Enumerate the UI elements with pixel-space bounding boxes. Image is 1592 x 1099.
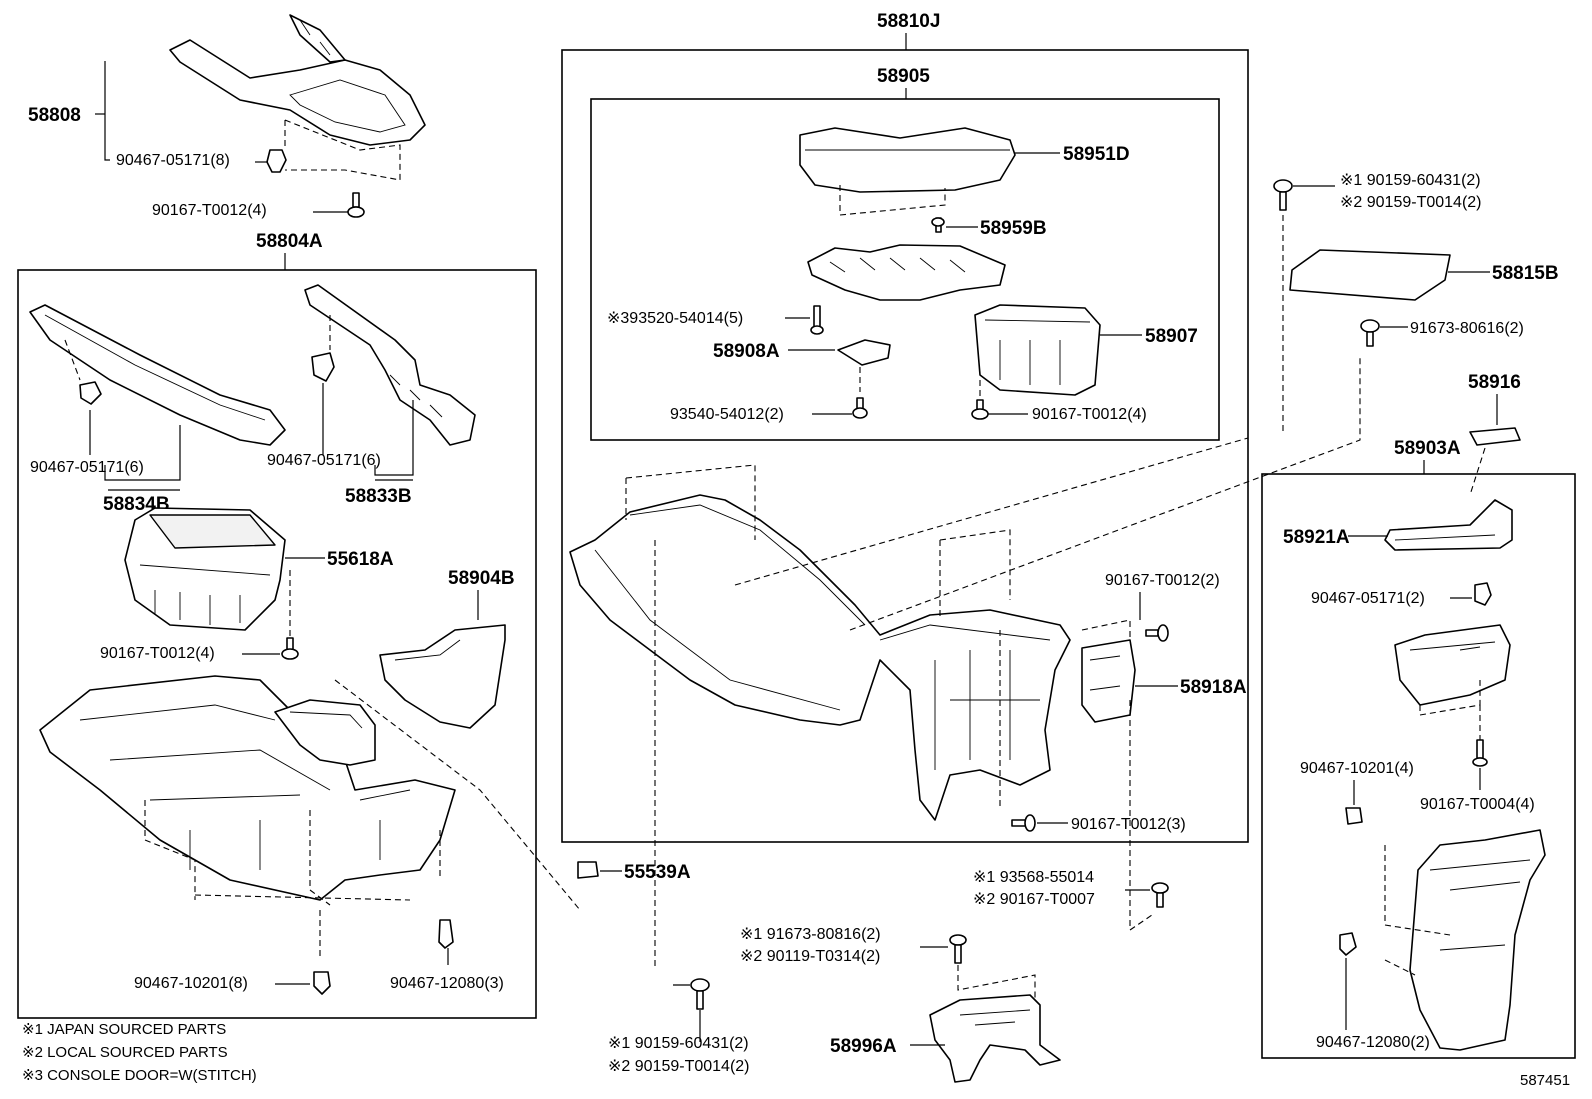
label-58833B: 58833B xyxy=(345,486,412,507)
label-90119-T0314-2: ※2 90119-T0314(2) xyxy=(740,948,880,965)
label-58951D: 58951D xyxy=(1063,144,1130,165)
screw-icon xyxy=(1145,624,1169,642)
part-58907-lock-assembly xyxy=(974,304,1101,396)
screw-icon xyxy=(810,305,824,335)
part-58810J-console-body xyxy=(569,494,1071,821)
clip-icon xyxy=(1345,807,1363,825)
label-90467-10201-8: 90467-10201(8) xyxy=(134,975,248,992)
part-58808-shift-bezel xyxy=(169,14,426,146)
label-90167-T0012-4-top: 90167-T0012(4) xyxy=(152,202,267,219)
screw-icon xyxy=(1273,179,1293,211)
screw-icon xyxy=(281,637,299,660)
part-58833B-side-rail xyxy=(304,284,476,446)
label-58810J: 58810J xyxy=(877,11,940,32)
label-90467-05171-6-right: 90467-05171(6) xyxy=(267,452,381,469)
label-90159-60431-bottom: ※1 90159-60431(2) xyxy=(608,1035,749,1052)
part-58996A-bracket xyxy=(929,994,1061,1083)
label-58903A: 58903A xyxy=(1394,438,1461,459)
part-lower-console-body xyxy=(39,675,456,901)
label-58904B: 58904B xyxy=(448,568,515,589)
screw-icon xyxy=(690,978,710,1010)
part-tray-box xyxy=(1394,624,1511,706)
clip-icon xyxy=(438,919,454,949)
label-91673-80816-2: ※1 91673-80816(2) xyxy=(740,926,881,943)
label-90159-T0014-top: ※2 90159-T0014(2) xyxy=(1340,194,1482,211)
label-58918A: 58918A xyxy=(1180,677,1247,698)
part-58834B-side-panel xyxy=(29,304,286,446)
part-armrest-base-frame xyxy=(807,244,1006,301)
part-58908A-latch xyxy=(837,339,891,366)
label-90167-T0012-2: 90167-T0012(2) xyxy=(1105,572,1220,589)
label-90167-T0004-4: 90167-T0004(4) xyxy=(1420,796,1535,813)
screw-icon xyxy=(1011,814,1036,832)
label-90167-T0012-4-box: 90167-T0012(4) xyxy=(1032,406,1147,423)
label-90467-12080-3: 90467-12080(3) xyxy=(390,975,504,992)
part-58904B-tray-mat xyxy=(379,624,506,729)
label-90467-12080-2: 90467-12080(2) xyxy=(1316,1034,1430,1051)
clip-icon xyxy=(1474,582,1492,606)
note-japan-sourced: ※1 JAPAN SOURCED PARTS xyxy=(22,1021,226,1038)
label-90167-T0012-4-mid: 90167-T0012(4) xyxy=(100,645,215,662)
label-58804A: 58804A xyxy=(256,231,323,252)
group-box-58810J xyxy=(561,49,1249,843)
part-55618A-cup-holder xyxy=(124,507,286,631)
screw-icon xyxy=(971,399,989,420)
label-90467-10201-4: 90467-10201(4) xyxy=(1300,760,1414,777)
part-58921A-trim xyxy=(1384,499,1513,551)
label-58921A: 58921A xyxy=(1283,527,1350,548)
clip-icon xyxy=(79,381,102,405)
group-box-58804A xyxy=(17,269,537,1019)
label-90467-05171-2: 90467-05171(2) xyxy=(1311,590,1425,607)
screw-icon xyxy=(949,934,967,964)
clip-icon xyxy=(313,971,331,995)
part-55539A-clip xyxy=(577,861,599,879)
label-93568-55014: ※1 93568-55014 xyxy=(973,869,1094,886)
label-58808: 58808 xyxy=(28,105,81,126)
group-box-58905 xyxy=(590,98,1220,441)
label-393520-54014-5: ※393520-54014(5) xyxy=(607,310,743,327)
clip-icon xyxy=(1339,932,1357,956)
part-58951D-armrest-pad xyxy=(799,127,1016,193)
label-58908A: 58908A xyxy=(713,341,780,362)
screw-icon xyxy=(1472,739,1488,767)
label-91673-80616-2: 91673-80616(2) xyxy=(1410,320,1524,337)
label-58905: 58905 xyxy=(877,66,930,87)
label-90467-05171-6-left: 90467-05171(6) xyxy=(30,459,144,476)
label-90159-60431-top: ※1 90159-60431(2) xyxy=(1340,172,1481,189)
label-58996A: 58996A xyxy=(830,1036,897,1057)
label-90467-05171-8: 90467-05171(8) xyxy=(116,152,230,169)
screw-icon xyxy=(347,192,365,218)
part-58916-insert xyxy=(1469,427,1521,446)
part-storage-tray xyxy=(274,699,376,766)
label-90159-T0014-bottom: ※2 90159-T0014(2) xyxy=(608,1058,750,1075)
screw-icon xyxy=(931,217,945,233)
figure-id: 587451 xyxy=(1520,1072,1570,1089)
label-58815B: 58815B xyxy=(1492,263,1559,284)
clip-icon xyxy=(311,352,335,382)
label-58916: 58916 xyxy=(1468,372,1521,393)
label-55539A: 55539A xyxy=(624,862,691,883)
label-58959B: 58959B xyxy=(980,218,1047,239)
label-90167-T0012-3: 90167-T0012(3) xyxy=(1071,816,1186,833)
part-58815B-mat xyxy=(1289,249,1451,301)
screw-icon xyxy=(1151,882,1169,908)
group-box-58903A xyxy=(1261,473,1576,1059)
screw-icon xyxy=(1360,319,1380,347)
part-58918A-bracket xyxy=(1081,639,1136,723)
label-90167-T0007: ※2 90167-T0007 xyxy=(973,891,1095,908)
note-console-door: ※3 CONSOLE DOOR=W(STITCH) xyxy=(22,1067,257,1084)
screw-icon xyxy=(852,397,868,419)
label-93540-54012-2: 93540-54012(2) xyxy=(670,406,784,423)
part-rear-console-cover xyxy=(1409,829,1546,1051)
note-local-sourced: ※2 LOCAL SOURCED PARTS xyxy=(22,1044,228,1061)
label-58907: 58907 xyxy=(1145,326,1198,347)
clip-icon xyxy=(266,149,287,173)
label-55618A: 55618A xyxy=(327,549,394,570)
